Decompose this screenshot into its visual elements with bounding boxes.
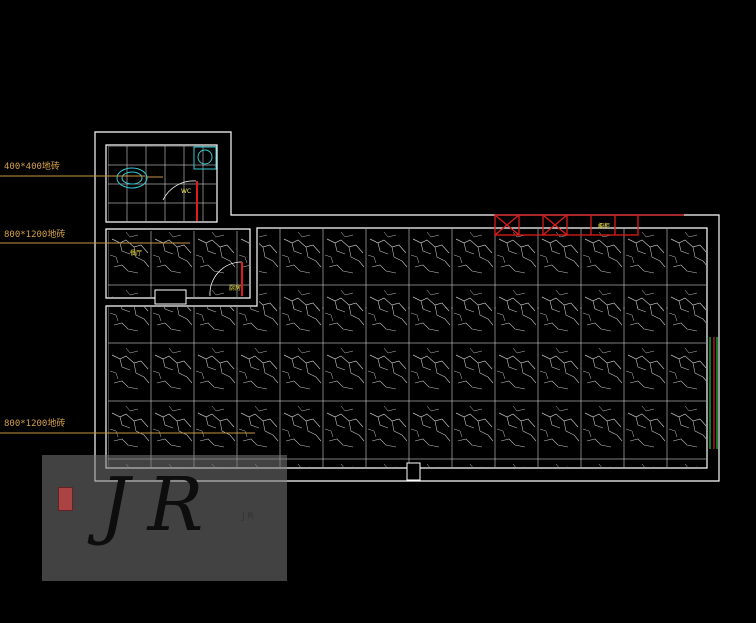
watermark-small-text: J R (242, 512, 254, 522)
dining-kitchen-floor (108, 231, 249, 297)
main-floor-lower (108, 307, 706, 467)
bathroom-floor-annotation: 400*400地砖 (4, 162, 60, 172)
kitchen-counter (154, 289, 187, 305)
watermark-seal (58, 487, 73, 511)
bathroom-door (196, 181, 198, 221)
lower-floor-annotation: 800*1200地砖 (4, 419, 66, 429)
kitchen-label: 厨房 (229, 285, 242, 292)
watermark-letters: JR (100, 462, 222, 548)
right-window (709, 337, 718, 449)
upper-floor-annotation: 800*1200地砖 (4, 230, 66, 240)
kitchen-door (241, 262, 243, 296)
bathroom-door-swing (162, 180, 197, 201)
watermark-panel (42, 455, 287, 581)
basin-fixture (193, 146, 217, 170)
cabinet-run (494, 214, 684, 236)
dining-label: 餐厅 (130, 250, 143, 257)
kitchen-door-swing (209, 261, 243, 297)
toilet-fixture (116, 167, 163, 189)
main-floor (259, 229, 706, 309)
column (406, 462, 421, 481)
annotation-leaders (0, 175, 255, 434)
bathroom-floor-tiles (108, 146, 216, 221)
cabinet-label: 橱柜 (598, 223, 611, 230)
wc-label: WC (181, 188, 192, 195)
